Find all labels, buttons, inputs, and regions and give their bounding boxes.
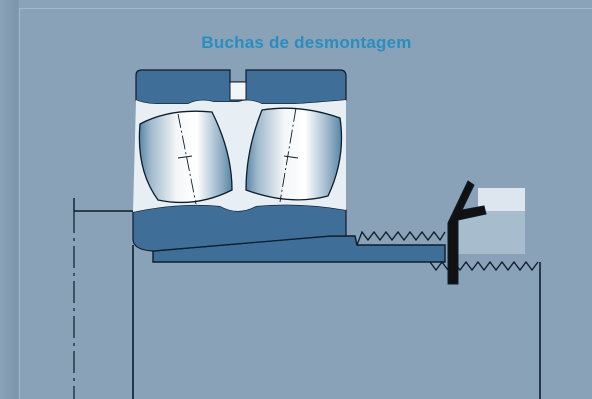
lock-washer (447, 180, 487, 285)
roller-right (245, 107, 343, 203)
nut-face (478, 188, 525, 211)
roller-left (138, 110, 233, 205)
cage-divider (229, 81, 247, 101)
spherical-roller-bearing (132, 69, 347, 252)
shaft-thread (429, 260, 539, 272)
diagram-title: Buchas de desmontagem (201, 33, 412, 52)
sleeve-thread (356, 230, 446, 246)
lock-nut (447, 180, 525, 285)
shaft (73, 198, 541, 399)
